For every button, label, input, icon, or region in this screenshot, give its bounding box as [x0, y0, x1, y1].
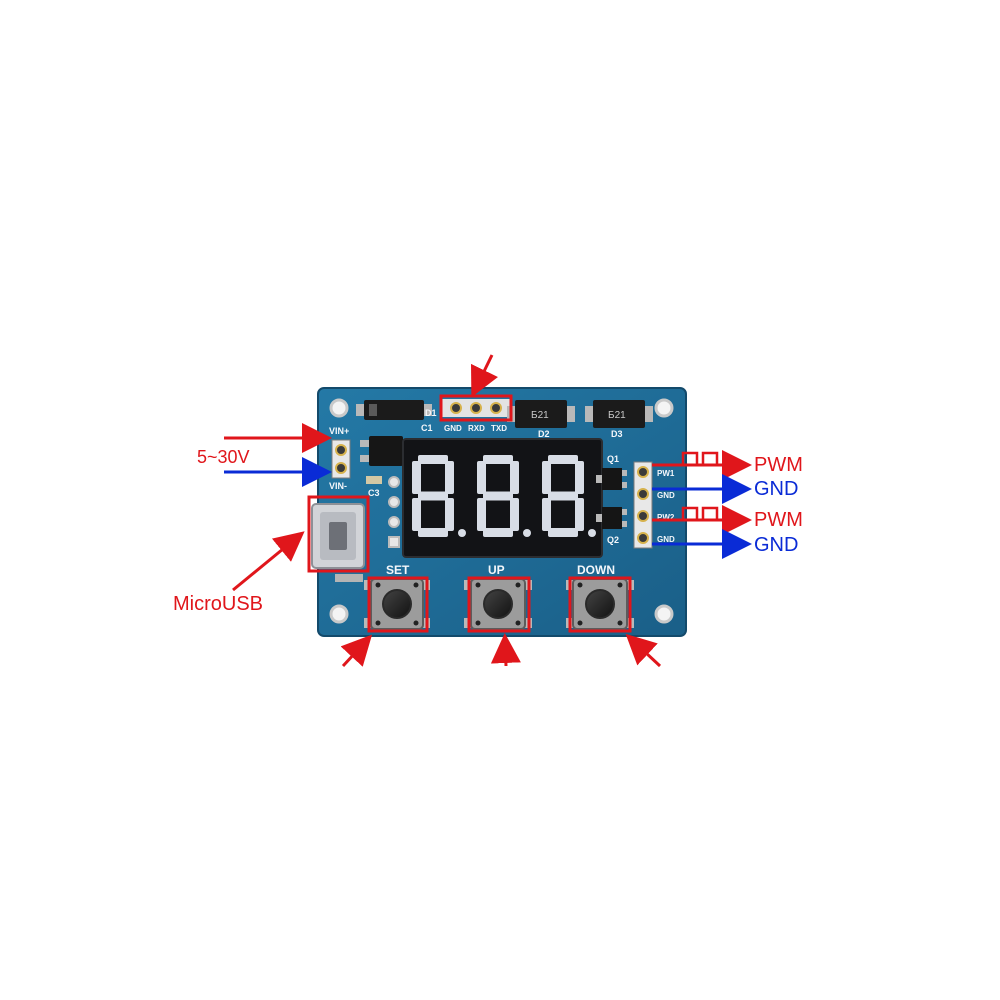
up-button	[464, 578, 532, 630]
display-digit	[542, 455, 596, 537]
display-digit	[412, 455, 466, 537]
segment-e	[477, 498, 486, 531]
segment-c	[445, 498, 454, 531]
arrow-usb	[232, 531, 305, 592]
pwm-label-2: PWM	[754, 509, 803, 531]
segment-dp	[588, 529, 596, 537]
mounting-hole-icon	[654, 604, 674, 624]
arrow-uart	[471, 354, 498, 398]
silk-d2: D2	[538, 429, 550, 439]
seven-segment-display	[402, 438, 603, 558]
gnd-label-2: GND	[754, 534, 798, 556]
segment-g	[483, 491, 513, 501]
annotation-layer: 5~30V MicroUSB PWM GND PWM GND	[173, 354, 803, 668]
mounting-hole-icon	[329, 604, 349, 624]
silk-q2: Q2	[607, 535, 619, 545]
output-header: PW1 GND PW2 GND	[633, 461, 675, 549]
silk-c1: C1	[421, 423, 433, 433]
silk-uart-gnd: GND	[444, 424, 462, 433]
segment-f	[412, 461, 421, 494]
arrow-up	[490, 633, 521, 667]
gnd-label-1: GND	[754, 478, 798, 500]
diode-code-2: Б21	[608, 410, 626, 421]
transistor-q1	[596, 468, 627, 490]
segment-dp	[523, 529, 531, 537]
segment-dp	[458, 529, 466, 537]
segment-b	[575, 461, 584, 494]
segment-e	[412, 498, 421, 531]
silk-out-pw2: PW2	[657, 513, 675, 522]
segment-c	[575, 498, 584, 531]
silk-vin-plus: VIN+	[329, 426, 349, 436]
voltage-label: 5~30V	[197, 447, 250, 467]
segment-g	[418, 491, 448, 501]
segment-c	[510, 498, 519, 531]
silk-d1: D1	[425, 408, 437, 418]
silk-out-gnd1: GND	[657, 491, 675, 500]
usb-highlight-box	[307, 495, 370, 573]
pwm-waveform-icon	[681, 451, 719, 467]
set-button	[364, 578, 430, 630]
diode-code-1: Б21	[531, 410, 549, 421]
segment-a	[548, 455, 578, 464]
capacitor-c3	[366, 476, 382, 484]
set-highlight-box	[367, 576, 429, 633]
usb-label: MicroUSB	[173, 593, 263, 615]
silk-d3: D3	[611, 429, 623, 439]
silk-vin-minus: VIN-	[329, 481, 347, 491]
pcb-board: D1 C1 C3 VIN+ VIN-	[311, 387, 687, 637]
pad-column	[388, 476, 400, 548]
segment-d	[548, 528, 578, 537]
down-highlight-box	[568, 576, 632, 633]
uart-header: GND RXD TXD	[442, 399, 510, 433]
display-digit	[477, 455, 531, 537]
segment-f	[477, 461, 486, 494]
down-button	[566, 578, 634, 630]
segment-a	[418, 455, 448, 464]
diode-d1	[356, 400, 432, 420]
segment-b	[510, 461, 519, 494]
segment-a	[483, 455, 513, 464]
silk-uart-txd: TXD	[491, 424, 507, 433]
up-highlight-box	[467, 576, 531, 633]
silk-q1: Q1	[607, 454, 619, 464]
segment-d	[483, 528, 513, 537]
segment-b	[445, 461, 454, 494]
arrow-set	[340, 634, 373, 668]
segment-d	[418, 528, 448, 537]
mounting-hole-icon	[329, 398, 349, 418]
segment-e	[542, 498, 551, 531]
pwm-waveform-icon	[681, 506, 719, 522]
segment-g	[548, 491, 578, 501]
segment-f	[542, 461, 551, 494]
diode-d2: Б21	[507, 400, 575, 428]
mounting-hole-icon	[654, 398, 674, 418]
arrow-down	[625, 633, 662, 668]
pwm-label-1: PWM	[754, 454, 803, 476]
silk-c3: C3	[368, 488, 380, 498]
diode-d3: Б21	[585, 400, 653, 428]
silk-out-gnd2: GND	[657, 535, 675, 544]
vin-header: VIN+ VIN-	[329, 426, 351, 491]
transistor-q2	[596, 507, 627, 529]
silk-uart-rxd: RXD	[468, 424, 485, 433]
silk-btn-up: UP	[488, 563, 505, 577]
silk-btn-set: SET	[386, 563, 410, 577]
silk-btn-down: DOWN	[577, 563, 615, 577]
silk-out-pw1: PW1	[657, 469, 675, 478]
micro-usb-connector	[311, 503, 365, 582]
